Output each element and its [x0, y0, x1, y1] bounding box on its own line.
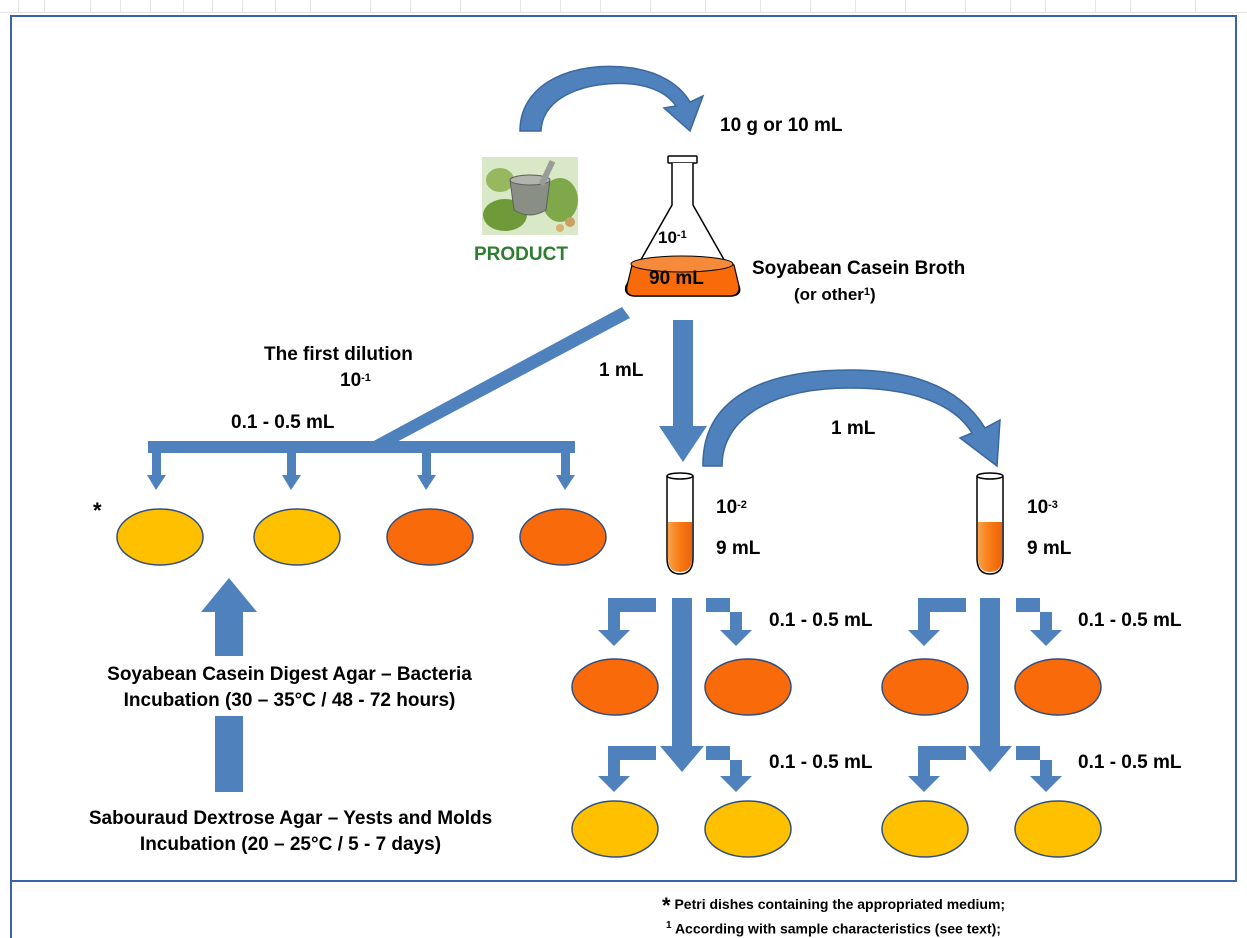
- bent-arrows-row1: [598, 598, 1062, 646]
- product-label: PRODUCT: [474, 244, 568, 265]
- frame-continuation-line: [10, 880, 12, 938]
- diagram-frame: [10, 15, 1237, 882]
- down-arrow-flask-to-tube: [659, 320, 707, 462]
- tube2-volume-label: 9 mL: [1027, 538, 1072, 559]
- broth-label-line1: Soyabean Casein Broth: [752, 258, 966, 279]
- flask-volume-label: 90 mL: [649, 268, 704, 289]
- tube2-down-arrow: [968, 598, 1012, 772]
- left-distribution-manifold: [147, 441, 575, 490]
- bacteria-incubation-label: Incubation (30 – 35°C / 48 - 72 hours): [123, 690, 456, 711]
- curved-arrow-top: [519, 65, 705, 133]
- tube1-volume-label: 9 mL: [716, 538, 761, 559]
- plate-volume-label-1: 0.1 - 0.5 mL: [769, 610, 873, 631]
- transfer-down-label: 1 mL: [599, 360, 644, 381]
- product-image: [482, 157, 578, 235]
- bent-arrows-row2: [598, 746, 1062, 792]
- first-dilution-factor: 10-1: [340, 370, 371, 391]
- sample-amount-label: 10 g or 10 mL: [720, 115, 843, 136]
- plate-volume-label-4: 0.1 - 0.5 mL: [1078, 752, 1182, 773]
- transfer-left-label: 0.1 - 0.5 mL: [231, 412, 335, 433]
- flask-dilution-label: 10-1: [658, 228, 687, 247]
- test-tube-1: [666, 472, 694, 575]
- tube2-dilution-label: 10-3: [1027, 497, 1058, 518]
- asterisk-marker: *: [93, 498, 102, 523]
- up-arrow-left: [201, 578, 257, 792]
- footnote-2: 1 According with sample characteristics …: [666, 920, 1001, 937]
- fungi-incubation-label: Incubation (20 – 25°C / 5 - 7 days): [139, 834, 442, 855]
- petri-dishes-bacteria-row: [571, 658, 1102, 716]
- broth-label-line2: (or other1): [794, 285, 876, 304]
- plate-volume-label-3: 0.1 - 0.5 mL: [769, 752, 873, 773]
- tube1-dilution-label: 10-2: [716, 497, 747, 518]
- tube1-down-arrow: [660, 598, 704, 772]
- fungi-medium-label: Sabouraud Dextrose Agar – Yests and Mold…: [88, 808, 493, 829]
- transfer-arc-label: 1 mL: [831, 418, 876, 439]
- footnote-1: * Petri dishes containing the appropriat…: [662, 893, 1006, 918]
- plate-volume-label-2: 0.1 - 0.5 mL: [1078, 610, 1182, 631]
- erlenmeyer-flask: [624, 155, 741, 297]
- petri-dishes-left: [116, 508, 607, 566]
- bacteria-medium-label: Soyabean Casein Digest Agar – Bacteria: [107, 664, 472, 685]
- first-dilution-title: The first dilution: [264, 344, 413, 365]
- first-dilution-line: [368, 307, 630, 452]
- petri-dishes-fungi-row: [571, 800, 1102, 858]
- spreadsheet-grid-strip: [0, 0, 1247, 13]
- test-tube-2: [976, 472, 1004, 575]
- arc-arrow-tube-to-tube: [702, 369, 1001, 468]
